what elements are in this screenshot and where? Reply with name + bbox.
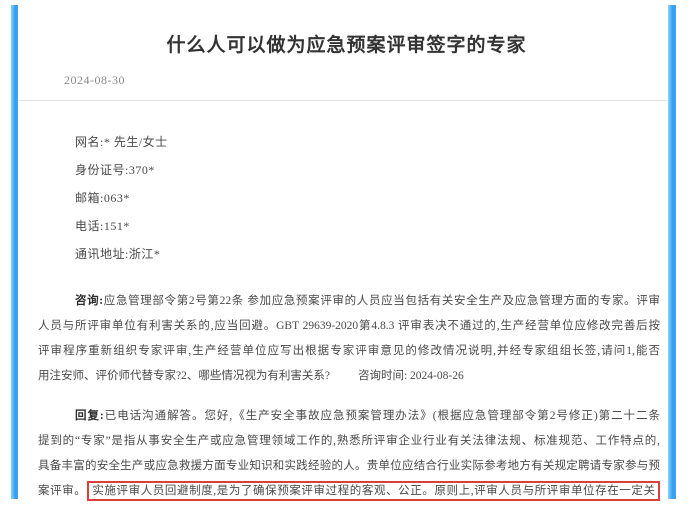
info-email: 邮箱:063* [75,191,130,205]
reply-line-4-prefix: 案评审。 [38,485,87,497]
reply-line-2: 提到的“专家”是指从事安全生产或应急管理领域工作的,熟悉所评审企业行业有关法律法… [38,435,660,447]
reply-paragraph: 回复:已电话沟通解答。您好,《生产安全事故应急预案管理办法》(根据应急管理部令第… [38,404,660,504]
consultation-line-2: 人员与所评审单位有利害关系的,应当回避。GBT 29639-2020第4.8.3… [38,320,660,332]
reply-line-4: 案评审。实施评审人员回避制度,是为了确保预案评审过程的客观、公正。原则上,评审人… [38,479,660,504]
info-id-number: 身份证号:370* [75,163,155,177]
reply-label: 回复: [75,410,104,422]
reply-line-1: 回复:已电话沟通解答。您好,《生产安全事故应急预案管理办法》(根据应急管理部令第… [38,404,660,429]
page-title: 什么人可以做为应急预案评审签字的专家 [166,35,527,56]
consultation-line-4-text: 用注安师、评价师代替专家?2、哪些情况视为有利害关系? [38,370,330,382]
submitter-info-block: 网名:* 先生/女士 身份证号:370* 邮箱:063* 电话:151* 通讯地… [75,128,168,268]
highlighted-text-box: 实施评审人员回避制度,是为了确保预案评审过程的客观、公正。原则上,评审人员与所评… [87,481,660,501]
header-divider [19,100,667,101]
consultation-line-4: 用注安师、评价师代替专家?2、哪些情况视为有利害关系? 咨询时间: 2024-08… [38,364,660,389]
info-phone: 电话:151* [75,219,130,233]
reply-line-3: 具备丰富的安全生产或应急救援方面专业知识和实践经验的人。贵单位应结合行业实际参考… [38,460,660,472]
consultation-line-3: 评审程序重新组织专家评审,生产经营单位应写出根据专家评审意见的修改情况说明,并经… [38,345,660,357]
info-nickname: 网名:* 先生/女士 [75,135,168,149]
consultation-line-1-text: 应急管理部令第2号第22条 参加应急预案评审的人员应当包括有关安全生产及应急管理… [103,295,660,307]
consultation-time: 咨询时间: 2024-08-26 [357,370,464,382]
consultation-label: 咨询: [75,295,104,307]
consultation-line-1: 咨询:应急管理部令第2号第22条 参加应急预案评审的人员应当包括有关安全生产及应… [38,289,660,314]
reply-line-1-text: 已电话沟通解答。您好,《生产安全事故应急预案管理办法》(根据应急管理部令第2号修… [103,410,660,422]
consultation-paragraph: 咨询:应急管理部令第2号第22条 参加应急预案评审的人员应当包括有关安全生产及应… [38,289,660,389]
info-address: 通讯地址:浙江* [75,247,161,261]
right-accent-bar [668,5,676,499]
publish-date: 2024-08-30 [64,73,125,87]
left-accent-bar [11,5,18,499]
